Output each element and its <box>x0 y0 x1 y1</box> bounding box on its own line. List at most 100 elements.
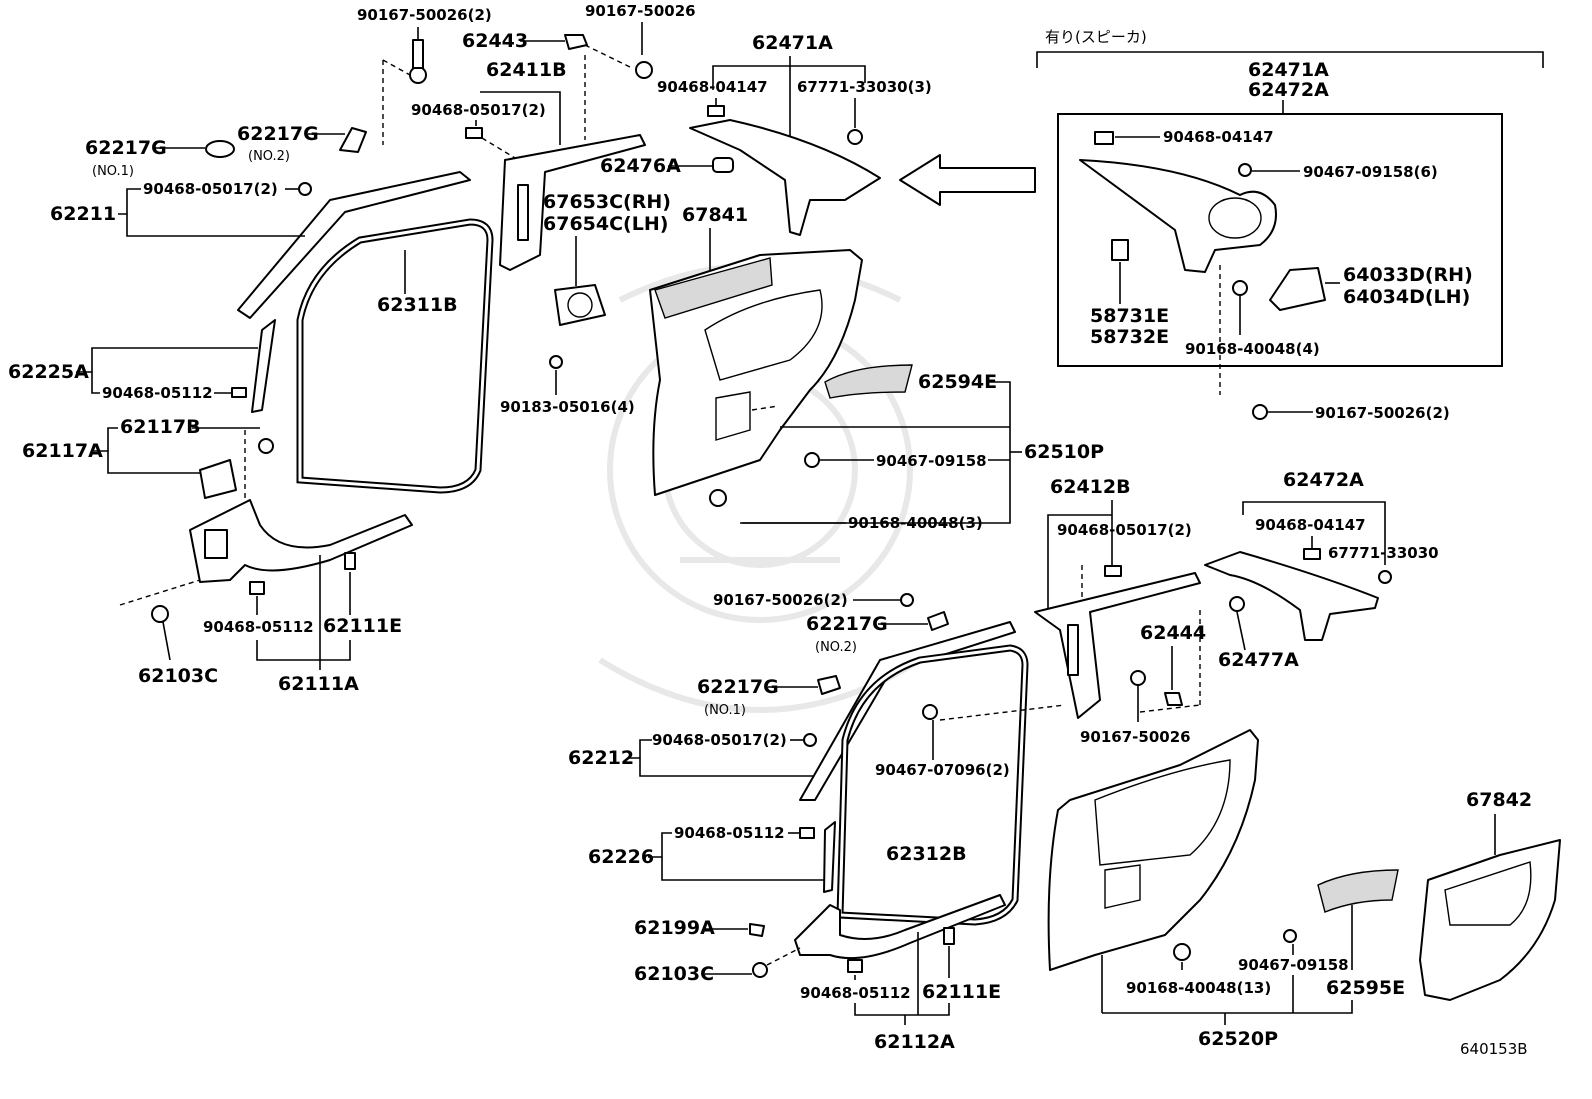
box-label-58731E[interactable]: 58731E <box>1090 305 1169 327</box>
box-label-62472A[interactable]: 62472A <box>1248 79 1329 101</box>
label-90468-04147-top[interactable]: 90468-04147 <box>657 78 768 96</box>
label-62510P[interactable]: 62510P <box>1024 441 1104 463</box>
box-clip-58731E-icon <box>1111 239 1129 261</box>
label-90168-40048-13[interactable]: 90168-40048(13) <box>1126 979 1271 997</box>
label-62595E[interactable]: 62595E <box>1326 977 1405 999</box>
label-90168-40048-3[interactable]: 90168-40048(3) <box>848 514 983 532</box>
rear-door-trim-62520P[interactable] <box>1047 729 1259 971</box>
label-90468-05112-r[interactable]: 90468-05112 <box>674 824 785 842</box>
label-62212[interactable]: 62212 <box>568 747 634 769</box>
clip-90168-40048-13-icon <box>1173 943 1191 961</box>
label-90468-04147-r[interactable]: 90468-04147 <box>1255 516 1366 534</box>
clip-62117B-icon <box>258 438 274 454</box>
label-62217G-no1[interactable]: 62217G <box>85 137 167 159</box>
a-pillar-garnish-62211[interactable] <box>237 171 471 319</box>
label-62444[interactable]: 62444 <box>1140 622 1206 644</box>
label-62112A[interactable]: 62112A <box>874 1031 955 1053</box>
box-label-90467-09158-6[interactable]: 90467-09158(6) <box>1303 163 1438 181</box>
label-62111E-r[interactable]: 62111E <box>922 981 1001 1003</box>
quarter-upper-trim-62471A[interactable] <box>689 119 881 236</box>
armrest-67841[interactable] <box>654 257 773 319</box>
label-62211[interactable]: 62211 <box>50 203 116 225</box>
label-62217G-r2[interactable]: 62217G <box>806 613 888 635</box>
label-90468-05017-2-a[interactable]: 90468-05017(2) <box>143 180 278 198</box>
label-62476A[interactable]: 62476A <box>600 155 681 177</box>
clip-62199A-icon <box>749 923 765 937</box>
label-67653C[interactable]: 67653C(RH) <box>543 191 671 213</box>
clip-90467-07096-icon <box>922 704 938 720</box>
label-62311B[interactable]: 62311B <box>377 294 458 316</box>
label-67842[interactable]: 67842 <box>1466 789 1532 811</box>
clip-90468-05017-r-icon <box>1104 565 1122 577</box>
label-90468-05017-2-r[interactable]: 90468-05017(2) <box>1057 521 1192 539</box>
clip-90467-09158-mid-icon <box>804 452 820 468</box>
label-62225A[interactable]: 62225A <box>8 361 89 383</box>
label-62111A[interactable]: 62111A <box>278 673 359 695</box>
label-67654C[interactable]: 67654C(LH) <box>543 213 668 235</box>
label-62117A[interactable]: 62117A <box>22 440 103 462</box>
label-62103C-r[interactable]: 62103C <box>634 963 714 985</box>
label-62411B[interactable]: 62411B <box>486 59 567 81</box>
pillar-trim-62226[interactable] <box>823 821 836 893</box>
label-62199A[interactable]: 62199A <box>634 917 715 939</box>
label-90167-50026-2-top[interactable]: 90167-50026(2) <box>357 6 492 24</box>
b-pillar-garnish-62411B[interactable] <box>499 134 646 271</box>
label-62472A[interactable]: 62472A <box>1283 469 1364 491</box>
label-90183-05016-4[interactable]: 90183-05016(4) <box>500 398 635 416</box>
box-label-58732E[interactable]: 58732E <box>1090 326 1169 348</box>
label-90167-50026-top[interactable]: 90167-50026 <box>585 2 696 20</box>
label-62412B[interactable]: 62412B <box>1050 476 1131 498</box>
clip-62217G-r1-icon <box>817 675 841 695</box>
label-62312B[interactable]: 62312B <box>886 843 967 865</box>
label-90167-50026-2-mid[interactable]: 90167-50026(2) <box>713 591 848 609</box>
rear-door-trim-62510P[interactable] <box>649 249 863 496</box>
a-pillar-garnish-62212[interactable] <box>799 621 1016 801</box>
label-90467-07096-2[interactable]: 90467-07096(2) <box>875 761 1010 779</box>
box-label-62471A[interactable]: 62471A <box>1248 59 1329 81</box>
label-62520P[interactable]: 62520P <box>1198 1028 1278 1050</box>
pocket-62594E[interactable] <box>824 364 913 399</box>
pillar-trim-62225A[interactable] <box>251 319 276 413</box>
label-62471A-top[interactable]: 62471A <box>752 32 833 54</box>
c-pillar-garnish-62412B[interactable] <box>1034 572 1201 719</box>
cover-62117A[interactable] <box>199 459 237 499</box>
clip-62103C-r-icon <box>752 962 768 978</box>
label-90467-09158-r[interactable]: 90467-09158 <box>1238 956 1349 974</box>
label-90167-50026-2-right[interactable]: 90167-50026(2) <box>1315 404 1450 422</box>
door-panel-67842[interactable] <box>1419 839 1561 1001</box>
label-90468-05112-b[interactable]: 90468-05112 <box>203 618 314 636</box>
box-quarter-trim-speaker-icon <box>1079 159 1277 273</box>
label-62217G-r1[interactable]: 62217G <box>697 676 779 698</box>
label-67771-33030-3[interactable]: 67771-33030(3) <box>797 78 932 96</box>
door-weatherstrip-62312B[interactable] <box>836 644 1029 926</box>
pocket-62595E[interactable] <box>1317 869 1399 913</box>
label-90468-05112-r2[interactable]: 90468-05112 <box>800 984 911 1002</box>
label-67771-33030-r[interactable]: 67771-33030 <box>1328 544 1439 562</box>
clip-62217G-r2-icon <box>927 611 949 631</box>
clip-90468-05112-r-icon <box>799 827 815 839</box>
scuff-plate-62111A[interactable] <box>189 499 413 583</box>
label-62217G-no2[interactable]: 62217G <box>237 123 319 145</box>
box-label-90168-40048-4[interactable]: 90168-40048(4) <box>1185 340 1320 358</box>
label-90468-05017-2-top[interactable]: 90468-05017(2) <box>411 101 546 119</box>
label-90467-09158-mid[interactable]: 90467-09158 <box>876 452 987 470</box>
label-90468-05112-a[interactable]: 90468-05112 <box>102 384 213 402</box>
label-62117B[interactable]: 62117B <box>120 416 201 438</box>
label-62594E[interactable]: 62594E <box>918 371 997 393</box>
door-weatherstrip-62311B[interactable] <box>296 218 494 494</box>
clip-62444-icon <box>1164 692 1183 706</box>
label-62477A[interactable]: 62477A <box>1218 649 1299 671</box>
label-62443[interactable]: 62443 <box>462 30 528 52</box>
quarter-upper-trim-62472A[interactable] <box>1204 551 1379 641</box>
label-62103C-a[interactable]: 62103C <box>138 665 218 687</box>
clip-90468-05112-b-icon <box>249 581 265 595</box>
label-62226[interactable]: 62226 <box>588 846 654 868</box>
label-90468-05017-2-r2[interactable]: 90468-05017(2) <box>652 731 787 749</box>
box-label-90468-04147[interactable]: 90468-04147 <box>1163 128 1274 146</box>
label-62111E-a[interactable]: 62111E <box>323 615 402 637</box>
scuff-plate-62112A[interactable] <box>794 894 1006 960</box>
box-label-64033D[interactable]: 64033D(RH) <box>1343 264 1473 286</box>
box-label-64034D[interactable]: 64034D(LH) <box>1343 286 1470 308</box>
label-67841[interactable]: 67841 <box>682 204 748 226</box>
label-90167-50026-r[interactable]: 90167-50026 <box>1080 728 1191 746</box>
